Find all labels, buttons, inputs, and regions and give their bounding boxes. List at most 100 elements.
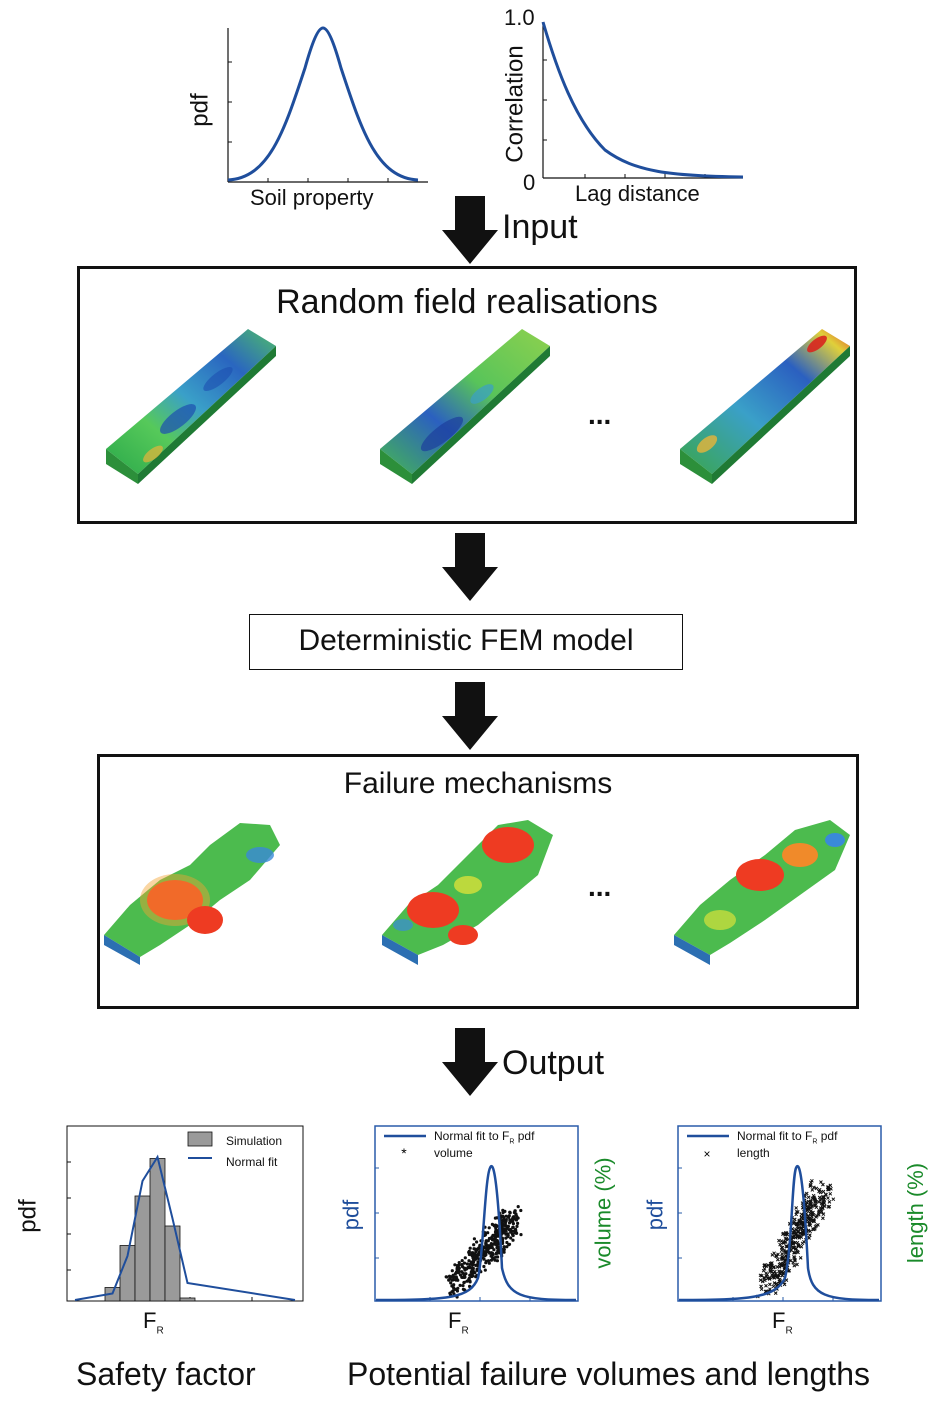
length-scatter-point bbox=[795, 1235, 800, 1239]
histogram-bar bbox=[179, 1297, 196, 1302]
volume-scatter-point bbox=[494, 1223, 498, 1228]
safety-legend-normal-fit: Normal fit bbox=[226, 1155, 278, 1169]
length-scatter-point bbox=[826, 1196, 830, 1200]
volume-scatter-point bbox=[488, 1251, 492, 1255]
volume-scatter-point bbox=[502, 1223, 506, 1227]
volume-scatter-point bbox=[487, 1261, 491, 1265]
length-scatter-point bbox=[793, 1257, 797, 1262]
length-scatter-point bbox=[758, 1273, 763, 1278]
volume-scatter-point bbox=[489, 1258, 493, 1262]
volume-scatter-point bbox=[447, 1278, 451, 1282]
volume-scatter-point bbox=[494, 1255, 498, 1259]
corr-curve-line bbox=[541, 21, 744, 179]
volume-scatter-point bbox=[496, 1240, 500, 1244]
corr-xlabel: Lag distance bbox=[575, 181, 700, 206]
volume-scatter-point bbox=[489, 1254, 493, 1258]
length-scatter-point bbox=[796, 1221, 800, 1226]
volume-scatter-point bbox=[491, 1234, 495, 1238]
volume-scatter-point bbox=[460, 1263, 464, 1267]
volume-scatter-point bbox=[458, 1283, 462, 1287]
length-scatter-point bbox=[792, 1250, 796, 1255]
length-scatter-point bbox=[809, 1217, 813, 1222]
length-scatter-point bbox=[807, 1203, 812, 1207]
volume-plot: * Normal fit to FR pdf volume pdf volume… bbox=[338, 1118, 640, 1343]
volume-scatter-point bbox=[510, 1232, 515, 1236]
volume-scatter-point bbox=[467, 1266, 471, 1270]
length-scatter-point bbox=[794, 1206, 799, 1210]
random-field-realisation-2 bbox=[380, 329, 550, 484]
volume-scatter-point bbox=[516, 1221, 520, 1225]
volume-scatter-point bbox=[489, 1236, 493, 1240]
length-scatter-point bbox=[794, 1210, 799, 1214]
length-scatter-point bbox=[811, 1227, 816, 1232]
volume-xlabel: FR bbox=[448, 1308, 469, 1337]
volume-scatter-point bbox=[453, 1275, 458, 1279]
volume-scatter-point bbox=[519, 1208, 523, 1213]
volume-scatter-point bbox=[463, 1275, 467, 1279]
length-scatter-point bbox=[822, 1197, 827, 1202]
length-scatter-point bbox=[779, 1257, 784, 1261]
volume-scatter-point bbox=[471, 1260, 476, 1264]
fem-model-label: Deterministic FEM model bbox=[298, 624, 634, 657]
volume-scatter-point bbox=[506, 1224, 510, 1228]
volume-scatter-point bbox=[452, 1292, 456, 1296]
random-field-realisation-3 bbox=[680, 329, 850, 484]
volume-scatter-point bbox=[465, 1267, 469, 1271]
length-scatter-point bbox=[772, 1269, 777, 1274]
length-scatter-point bbox=[821, 1200, 826, 1205]
length-scatter-point bbox=[822, 1204, 827, 1209]
pdf-xlabel: Soil property bbox=[250, 185, 374, 210]
volume-legend-line: Normal fit to FR pdf bbox=[434, 1129, 535, 1146]
pdf-curve-svg bbox=[227, 26, 428, 183]
volume-scatter-point bbox=[467, 1249, 471, 1253]
volume-scatter-point bbox=[506, 1232, 510, 1236]
volume-scatter-point bbox=[449, 1281, 453, 1285]
length-scatter-point bbox=[813, 1224, 818, 1229]
volume-scatter-point bbox=[508, 1227, 512, 1232]
pdf-curve-line bbox=[227, 26, 419, 182]
length-scatter-point bbox=[782, 1282, 787, 1287]
length-scatter-point bbox=[771, 1284, 776, 1289]
length-scatter-point bbox=[768, 1282, 772, 1287]
length-scatter-point bbox=[793, 1250, 797, 1255]
length-xlabel: FR bbox=[772, 1308, 793, 1337]
length-scatter-point bbox=[796, 1244, 801, 1249]
length-scatter-point bbox=[821, 1216, 825, 1221]
volume-scatter-point bbox=[475, 1240, 479, 1244]
length-scatter-point bbox=[815, 1213, 819, 1218]
volume-scatter-point bbox=[515, 1224, 519, 1228]
length-scatter-point bbox=[817, 1200, 821, 1204]
volume-scatter-point bbox=[476, 1252, 481, 1256]
length-scatter-point bbox=[806, 1195, 811, 1200]
volume-scatter-point bbox=[474, 1250, 478, 1254]
volume-scatter-point bbox=[494, 1231, 499, 1235]
input-arrow-icon bbox=[442, 196, 498, 264]
volume-scatter-point bbox=[489, 1243, 493, 1247]
arrow-to-fem-icon bbox=[442, 533, 498, 601]
length-scatter-point bbox=[829, 1186, 833, 1191]
volume-scatter-point bbox=[509, 1236, 513, 1240]
length-scatter-svg: × bbox=[677, 1125, 882, 1302]
volume-scatter-point bbox=[513, 1217, 517, 1221]
corr-curve-svg bbox=[541, 21, 744, 179]
volume-scatter-point bbox=[467, 1252, 471, 1257]
length-scatter-point bbox=[774, 1254, 778, 1258]
length-scatter-point bbox=[799, 1221, 804, 1225]
volume-scatter-point bbox=[468, 1246, 472, 1250]
volume-scatter-point bbox=[462, 1281, 466, 1285]
length-scatter-point bbox=[765, 1272, 770, 1277]
volume-scatter-point bbox=[468, 1273, 472, 1277]
volume-scatter-point bbox=[457, 1261, 461, 1265]
volume-scatter-point bbox=[478, 1243, 482, 1248]
volume-scatter-point bbox=[502, 1231, 506, 1235]
failure-mechanism-1 bbox=[104, 823, 280, 965]
length-scatter-point bbox=[758, 1278, 763, 1282]
length-scatter-point bbox=[783, 1250, 787, 1255]
length-scatter-point bbox=[783, 1237, 788, 1241]
length-scatter-point bbox=[792, 1245, 797, 1250]
legend-simulation-swatch bbox=[187, 1131, 213, 1147]
length-scatter-point bbox=[762, 1267, 767, 1271]
length-scatter-point bbox=[811, 1185, 816, 1190]
length-scatter-point bbox=[759, 1284, 763, 1289]
length-scatter-point bbox=[810, 1188, 815, 1192]
